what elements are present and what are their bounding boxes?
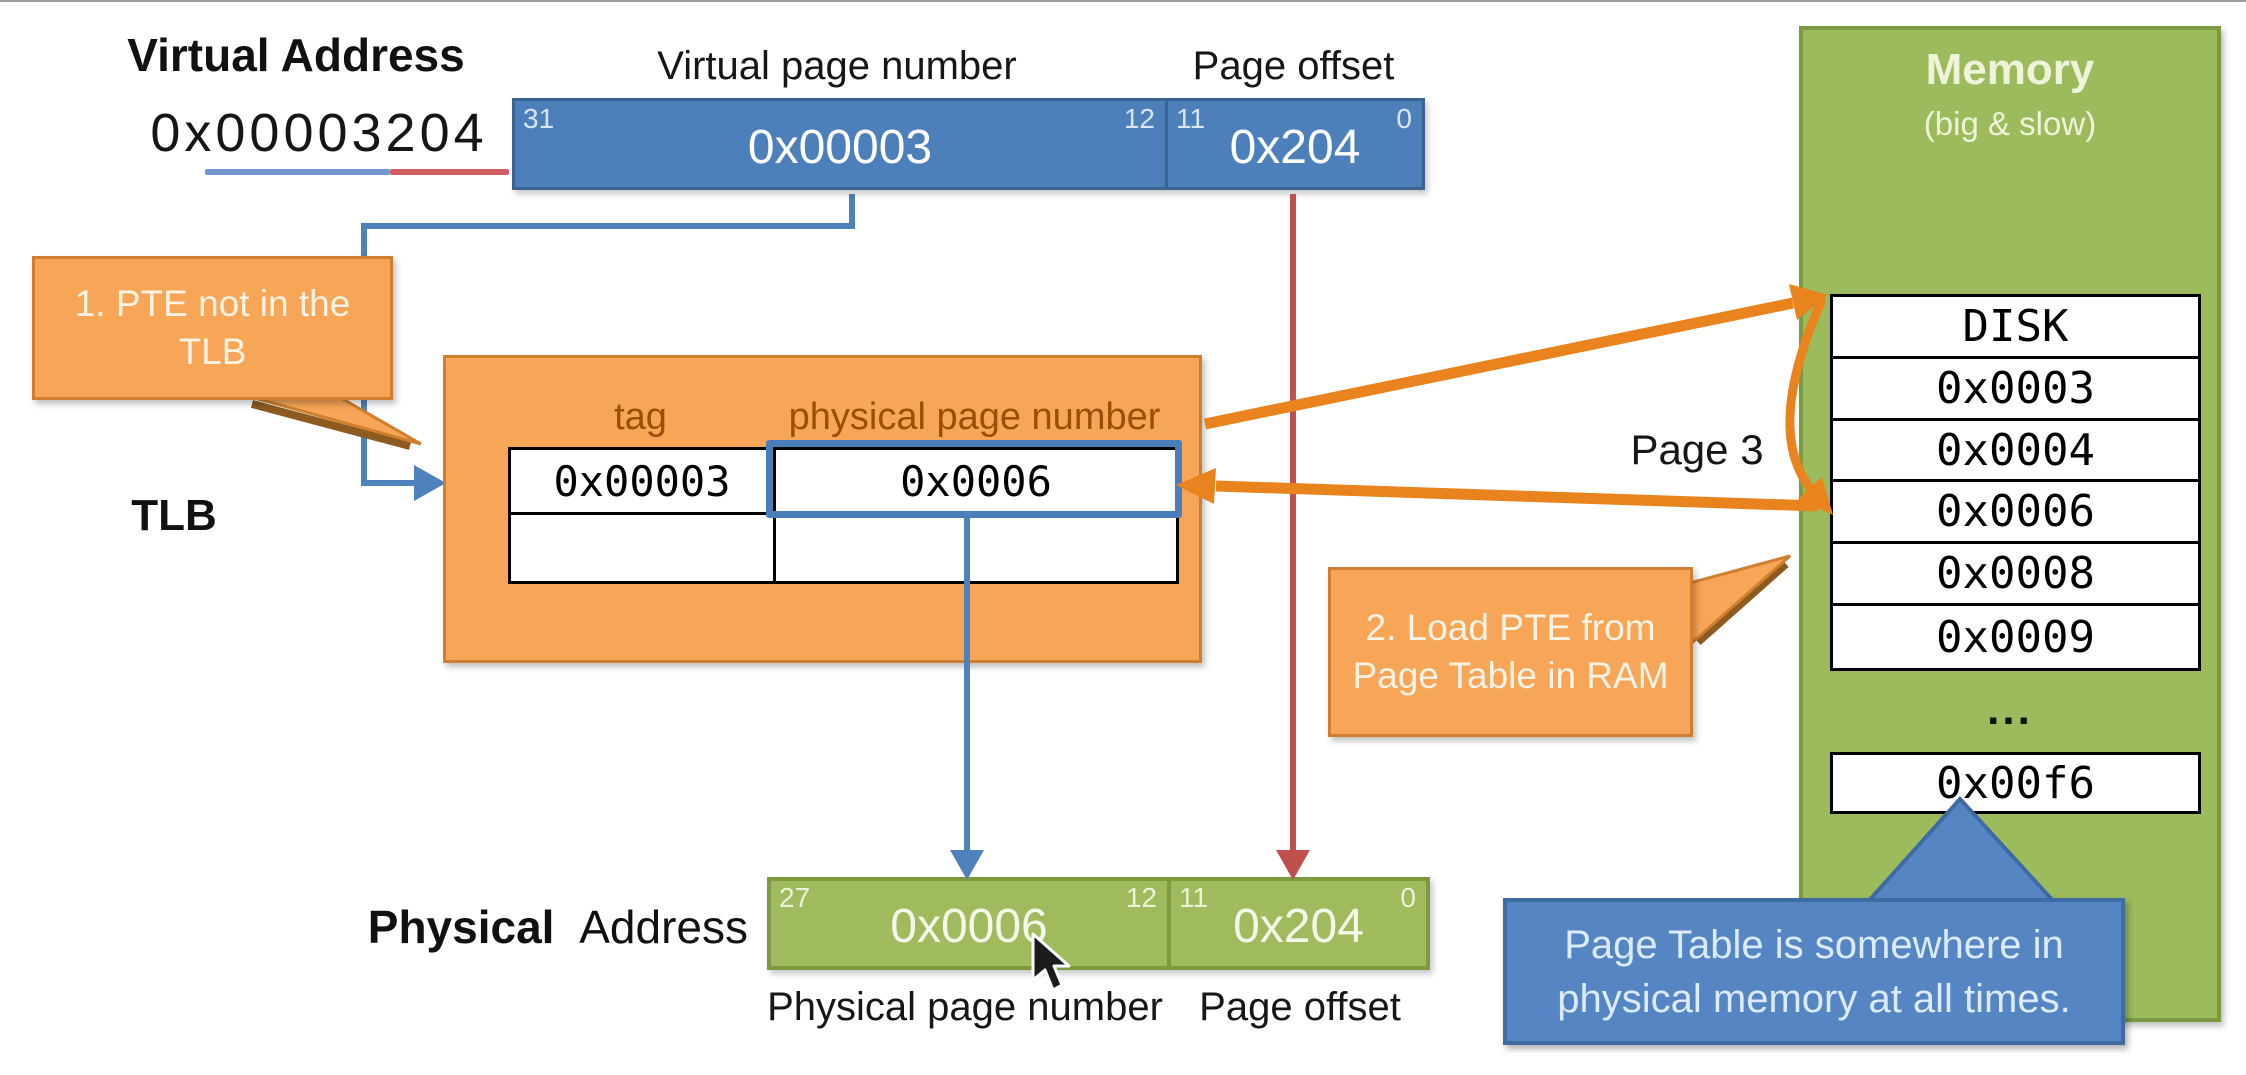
arrow-memory-to-tlb — [1215, 480, 1819, 512]
vpn-segment: 31 12 0x00003 — [515, 101, 1165, 187]
tlb-row1-tag — [511, 515, 776, 581]
physical-word: Physical — [367, 901, 555, 953]
ppn-segment: 27 12 0x0006 — [771, 881, 1167, 966]
red-arrowhead — [1276, 850, 1310, 880]
vpn-field-label: Virtual page number — [657, 43, 1017, 88]
callout1-tail-shadow — [250, 400, 412, 450]
callout2-tail-shadow — [1695, 561, 1789, 645]
callout-pte-not-in-tlb: 1. PTE not in the TLB — [32, 256, 393, 400]
bit-0: 0 — [1396, 103, 1412, 134]
blue-arrowhead — [950, 850, 984, 880]
ppn-value: 0x0006 — [890, 900, 1048, 953]
bit-31: 31 — [523, 103, 555, 134]
memory-row-0x0006: 0x0006 — [1833, 482, 2198, 545]
virtual-address-title: Virtual Address — [127, 29, 465, 81]
mouse-cursor — [1031, 932, 1071, 992]
physical-address-title: Physical Address — [320, 900, 748, 958]
offset-bottom-label: Page offset — [1199, 984, 1401, 1029]
callout2-tail — [1684, 554, 1791, 652]
physical-address-bitfield: 27 12 0x0006 11 0 0x204 — [767, 877, 1430, 970]
bit-0-pa: 0 — [1400, 882, 1416, 913]
bit-12-pa: 12 — [1125, 882, 1157, 913]
offset-segment: 11 0 0x204 — [1165, 101, 1422, 187]
virtual-address-value: 0x00003204 — [150, 103, 488, 163]
callout3-text: Page Table is somewhere in physical memo… — [1557, 922, 2071, 1021]
bit-11: 11 — [1176, 103, 1206, 134]
arrowhead-into-tlb — [414, 465, 446, 501]
vpn-value: 0x00003 — [747, 120, 933, 174]
tlb-tag-header: tag — [614, 395, 667, 438]
tlb-row0-tag: 0x00003 — [511, 450, 776, 515]
arrow-tlb-to-memory — [1203, 297, 1795, 430]
offset-underline — [390, 169, 509, 175]
tlb-label: TLB — [131, 491, 217, 540]
tlb-hit-highlight — [766, 440, 1182, 518]
callout1-tail — [239, 392, 422, 446]
bit-12: 12 — [1123, 103, 1155, 134]
ppn-bottom-label: Physical page number — [767, 984, 1163, 1029]
page3-label: Page 3 — [1630, 426, 1764, 473]
callout-load-pte: 2. Load PTE from Page Table in RAM — [1328, 567, 1693, 737]
tlb-ppn-header: physical page number — [788, 395, 1161, 438]
memory-row-disk: DISK — [1833, 297, 2198, 359]
offset-value: 0x204 — [1229, 120, 1361, 174]
vpn-underline — [205, 169, 390, 175]
bit-11-pa: 11 — [1179, 882, 1209, 913]
memory-row-0x0003: 0x0003 — [1833, 358, 2198, 421]
memory-table: DISK 0x0003 0x0004 0x0006 0x0008 0x0009 — [1830, 294, 2201, 671]
page-offset-field-label: Page offset — [1192, 43, 1395, 88]
tlb-row1-ppn — [776, 515, 1176, 581]
memory-ellipsis: ... — [1987, 685, 2033, 734]
memory-row-page-table: 0x00f6 — [1830, 752, 2201, 814]
callout2-text: 2. Load PTE from Page Table in RAM — [1352, 606, 1669, 696]
address-word: Address — [579, 901, 748, 953]
bit-27: 27 — [779, 882, 811, 913]
horizontal-divider-line — [0, 0, 2246, 2]
memory-box: Memory (big & slow) DISK 0x0003 0x0004 0… — [1799, 26, 2221, 1022]
callout1-text: 1. PTE not in the TLB — [74, 282, 351, 372]
memory-subtitle: (big & slow) — [1923, 105, 2097, 142]
pa-offset-segment: 11 0 0x204 — [1167, 881, 1426, 966]
memory-row-0x0004: 0x0004 — [1833, 420, 2198, 483]
pa-offset-value: 0x204 — [1233, 900, 1364, 953]
callout-page-table-location: Page Table is somewhere in physical memo… — [1503, 898, 2125, 1045]
memory-row-0x0009: 0x0009 — [1833, 606, 2198, 668]
virtual-address-bitfield: 31 12 0x00003 11 0 0x204 — [512, 98, 1425, 190]
memory-title: Memory — [1925, 45, 2095, 94]
memory-row-0x0008: 0x0008 — [1833, 544, 2198, 607]
